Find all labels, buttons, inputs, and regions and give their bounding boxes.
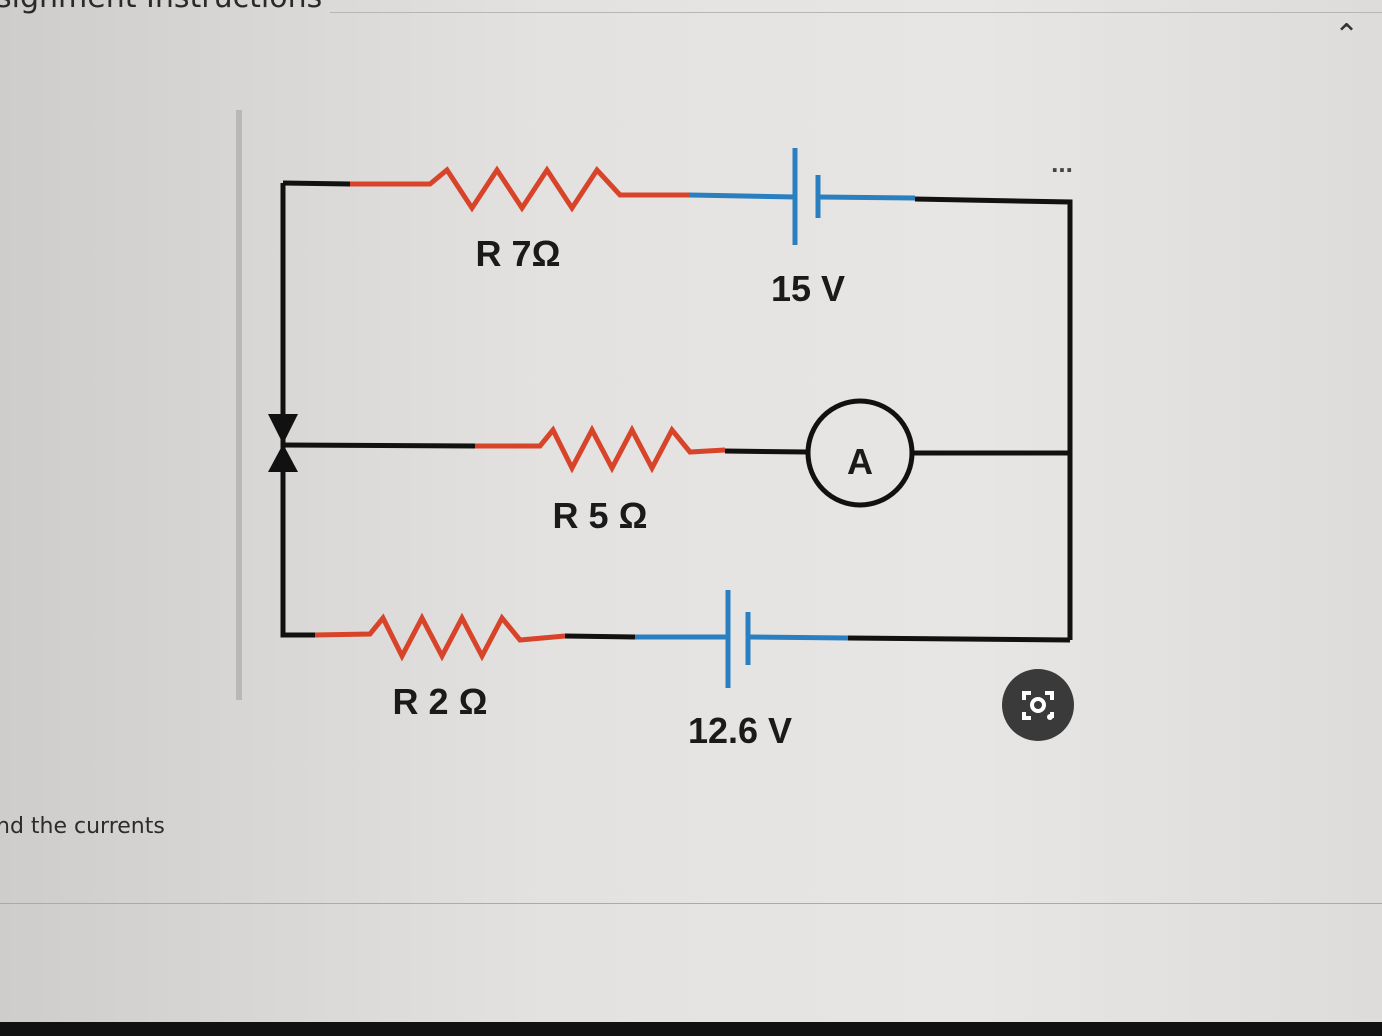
lens-search-icon[interactable] [1002,669,1074,741]
resistor-r2 [314,612,566,662]
chevron-up-icon[interactable]: ⌃ [1334,19,1360,52]
battery-12-6v [725,590,751,688]
question-text: nd the currents [0,814,165,839]
r7-label: R 7Ω [476,233,561,274]
top-branch [282,148,1073,640]
battery-15v-label: 15 V [771,268,845,309]
more-options-icon[interactable]: ... [1051,148,1073,178]
page-title: signment Instructions [0,0,322,15]
r5-label: R 5 Ω [553,495,648,536]
middle-branch [282,398,1070,508]
screen-bezel [0,1022,1382,1036]
ammeter-label: A [847,441,873,482]
battery-12-6v-label: 12.6 V [688,710,792,751]
resistor-r5 [475,424,726,474]
junction-arrow-icon [268,414,298,472]
bottom-branch [314,590,1071,688]
divider [330,12,1382,13]
battery-15v [792,148,821,245]
ammeter [805,398,915,508]
r2-label: R 2 Ω [393,681,488,722]
image-border [236,110,242,700]
resistor-r7 [350,165,690,213]
divider [0,903,1382,904]
